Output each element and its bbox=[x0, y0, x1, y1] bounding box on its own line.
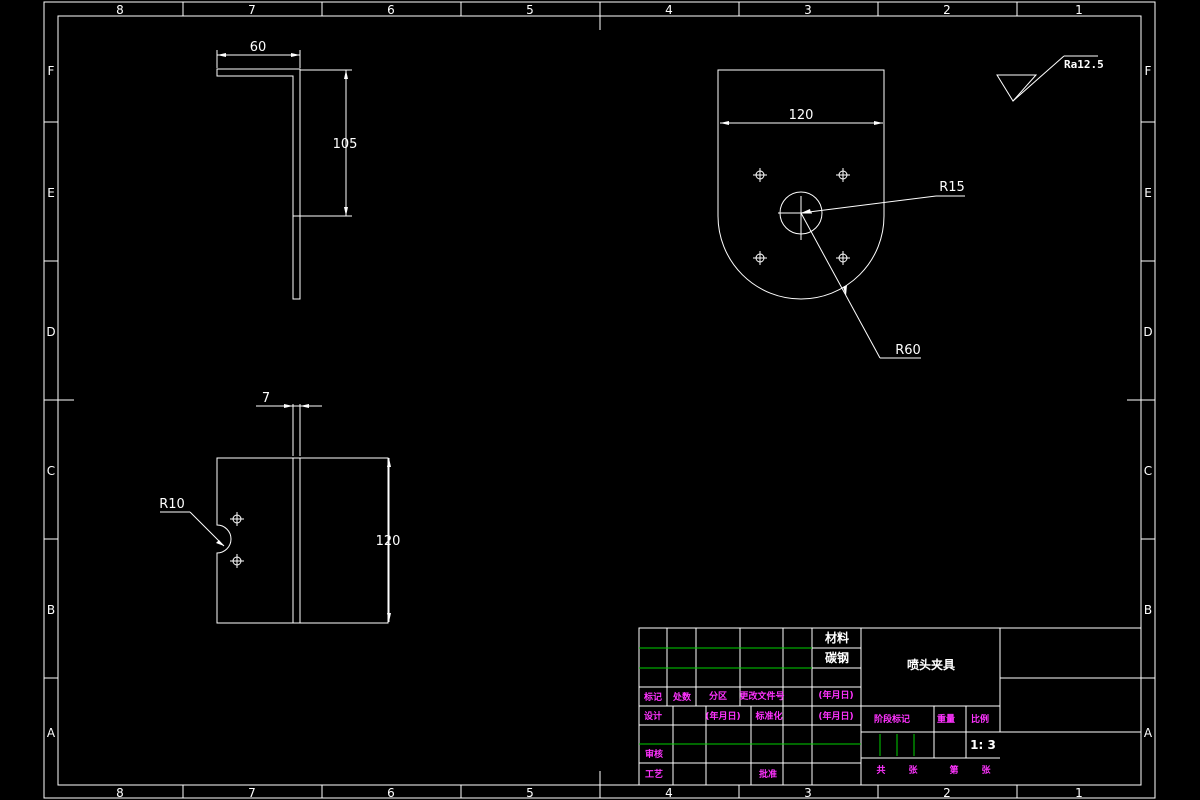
tb-design: 设计 bbox=[644, 710, 662, 722]
zone-row-d-right: D bbox=[1143, 325, 1152, 339]
zone-col-4-bottom: 4 bbox=[665, 786, 673, 800]
zone-col-8-top: 8 bbox=[116, 3, 124, 17]
roughness-text: Ra12.5 bbox=[1064, 58, 1104, 71]
dim-105-text: 105 bbox=[333, 137, 358, 152]
tb-sheet-no: 第 bbox=[949, 764, 958, 776]
zone-col-2-bottom: 2 bbox=[943, 786, 951, 800]
r15-arrow bbox=[801, 209, 811, 213]
roughness-stem bbox=[1012, 55, 1065, 102]
material-label: 材料 bbox=[824, 630, 849, 645]
zone-row-e-left: E bbox=[47, 186, 55, 200]
top-zone-ticks bbox=[44, 2, 1155, 798]
dim-120-side-text: 120 bbox=[376, 534, 401, 549]
r10-leader bbox=[189, 511, 225, 547]
inner-border bbox=[57, 15, 1142, 786]
bottom-left-panel bbox=[216, 457, 294, 624]
zone-col-1-bottom: 1 bbox=[1075, 786, 1083, 800]
zone-row-a-right: A bbox=[1144, 726, 1153, 740]
bottom-hole-top bbox=[230, 512, 244, 526]
zone-labels: 8 7 6 5 4 3 2 1 8 7 6 5 4 3 2 1 F E D C … bbox=[46, 3, 1153, 800]
r10-text: R10 bbox=[159, 497, 185, 512]
tb-weight-label: 重量 bbox=[937, 713, 955, 725]
bottom-right-panel bbox=[300, 457, 389, 624]
tb-scale-value: 1: 3 bbox=[970, 738, 996, 752]
zone-row-d-left: D bbox=[46, 325, 55, 339]
tb-mark: 标记 bbox=[643, 691, 662, 703]
r60-arrow bbox=[843, 285, 847, 296]
zone-col-3-top: 3 bbox=[804, 3, 812, 17]
tb-date-2: (年月日) bbox=[705, 710, 740, 722]
zone-col-7-bottom: 7 bbox=[248, 786, 256, 800]
tb-sheet-total: 共 bbox=[876, 764, 885, 776]
tb-change-doc: 更改文件号 bbox=[739, 690, 784, 702]
zone-col-5-top: 5 bbox=[526, 3, 534, 17]
tb-sheet-unit-1: 张 bbox=[908, 764, 918, 776]
zone-row-f-left: F bbox=[48, 64, 55, 78]
outer-border bbox=[43, 1, 1156, 799]
dim-7-arrows bbox=[284, 404, 309, 408]
r60-text: R60 bbox=[895, 343, 921, 358]
tb-sheet-unit-2: 张 bbox=[981, 764, 991, 776]
zone-col-8-bottom: 8 bbox=[116, 786, 124, 800]
tb-review: 审核 bbox=[645, 748, 663, 760]
r15-leader bbox=[800, 195, 937, 214]
tb-process: 工艺 bbox=[645, 768, 663, 780]
zone-row-c-right: C bbox=[1144, 464, 1152, 478]
dim-60-text: 60 bbox=[250, 40, 267, 55]
tb-standardization: 标准化 bbox=[754, 710, 782, 722]
bottom-thickness-strip bbox=[292, 457, 301, 624]
zone-col-4-top: 4 bbox=[665, 3, 673, 17]
tb-zone: 分区 bbox=[709, 690, 727, 702]
tb-scale-label: 比例 bbox=[971, 713, 989, 725]
material-value: 碳钢 bbox=[825, 650, 849, 665]
dim-60-arrows bbox=[217, 53, 300, 57]
tb-date-1: (年月日) bbox=[818, 689, 853, 701]
side-view-bottom: 7 R10 120 bbox=[159, 391, 401, 624]
zone-row-b-left: B bbox=[47, 603, 55, 617]
tb-count: 处数 bbox=[672, 691, 692, 703]
l-bracket-profile bbox=[216, 68, 301, 300]
bolt-hole-tl bbox=[753, 168, 767, 182]
zone-col-6-top: 6 bbox=[387, 3, 395, 17]
side-view-top: 60 105 bbox=[216, 40, 358, 300]
plate-view: 120 R15 R60 bbox=[717, 69, 965, 359]
tb-approve: 批准 bbox=[759, 768, 777, 780]
r15-text: R15 bbox=[939, 180, 965, 195]
zone-row-b-right: B bbox=[1144, 603, 1152, 617]
drawing-name: 喷头夹具 bbox=[907, 657, 955, 672]
zone-col-1-top: 1 bbox=[1075, 3, 1083, 17]
bolt-hole-tr bbox=[836, 168, 850, 182]
zone-row-a-left: A bbox=[47, 726, 56, 740]
roughness-symbol: Ra12.5 bbox=[996, 55, 1104, 102]
dim-120-plate-text: 120 bbox=[789, 108, 814, 123]
zone-col-6-bottom: 6 bbox=[387, 786, 395, 800]
zone-col-3-bottom: 3 bbox=[804, 786, 812, 800]
r10-arrow bbox=[216, 540, 224, 546]
zone-col-5-bottom: 5 bbox=[526, 786, 534, 800]
bolt-hole-br bbox=[836, 251, 850, 265]
zone-row-c-left: C bbox=[47, 464, 55, 478]
dim-7-text: 7 bbox=[262, 391, 270, 406]
roughness-triangle bbox=[996, 74, 1038, 102]
plate-outline bbox=[717, 69, 885, 300]
zone-col-2-top: 2 bbox=[943, 3, 951, 17]
zone-row-e-right: E bbox=[1144, 186, 1152, 200]
tb-date-3: (年月日) bbox=[818, 710, 853, 722]
title-block: 材料 碳钢 喷头夹具 标记 处数 分区 更改文件号 (年月日) 设计 (年月日)… bbox=[638, 627, 1142, 786]
zone-col-7-top: 7 bbox=[248, 3, 256, 17]
bottom-hole-bottom bbox=[230, 554, 244, 568]
r60-leader bbox=[800, 212, 881, 359]
bolt-hole-bl bbox=[753, 251, 767, 265]
zone-row-f-right: F bbox=[1145, 64, 1152, 78]
tb-stage-label: 阶段标记 bbox=[874, 713, 910, 725]
